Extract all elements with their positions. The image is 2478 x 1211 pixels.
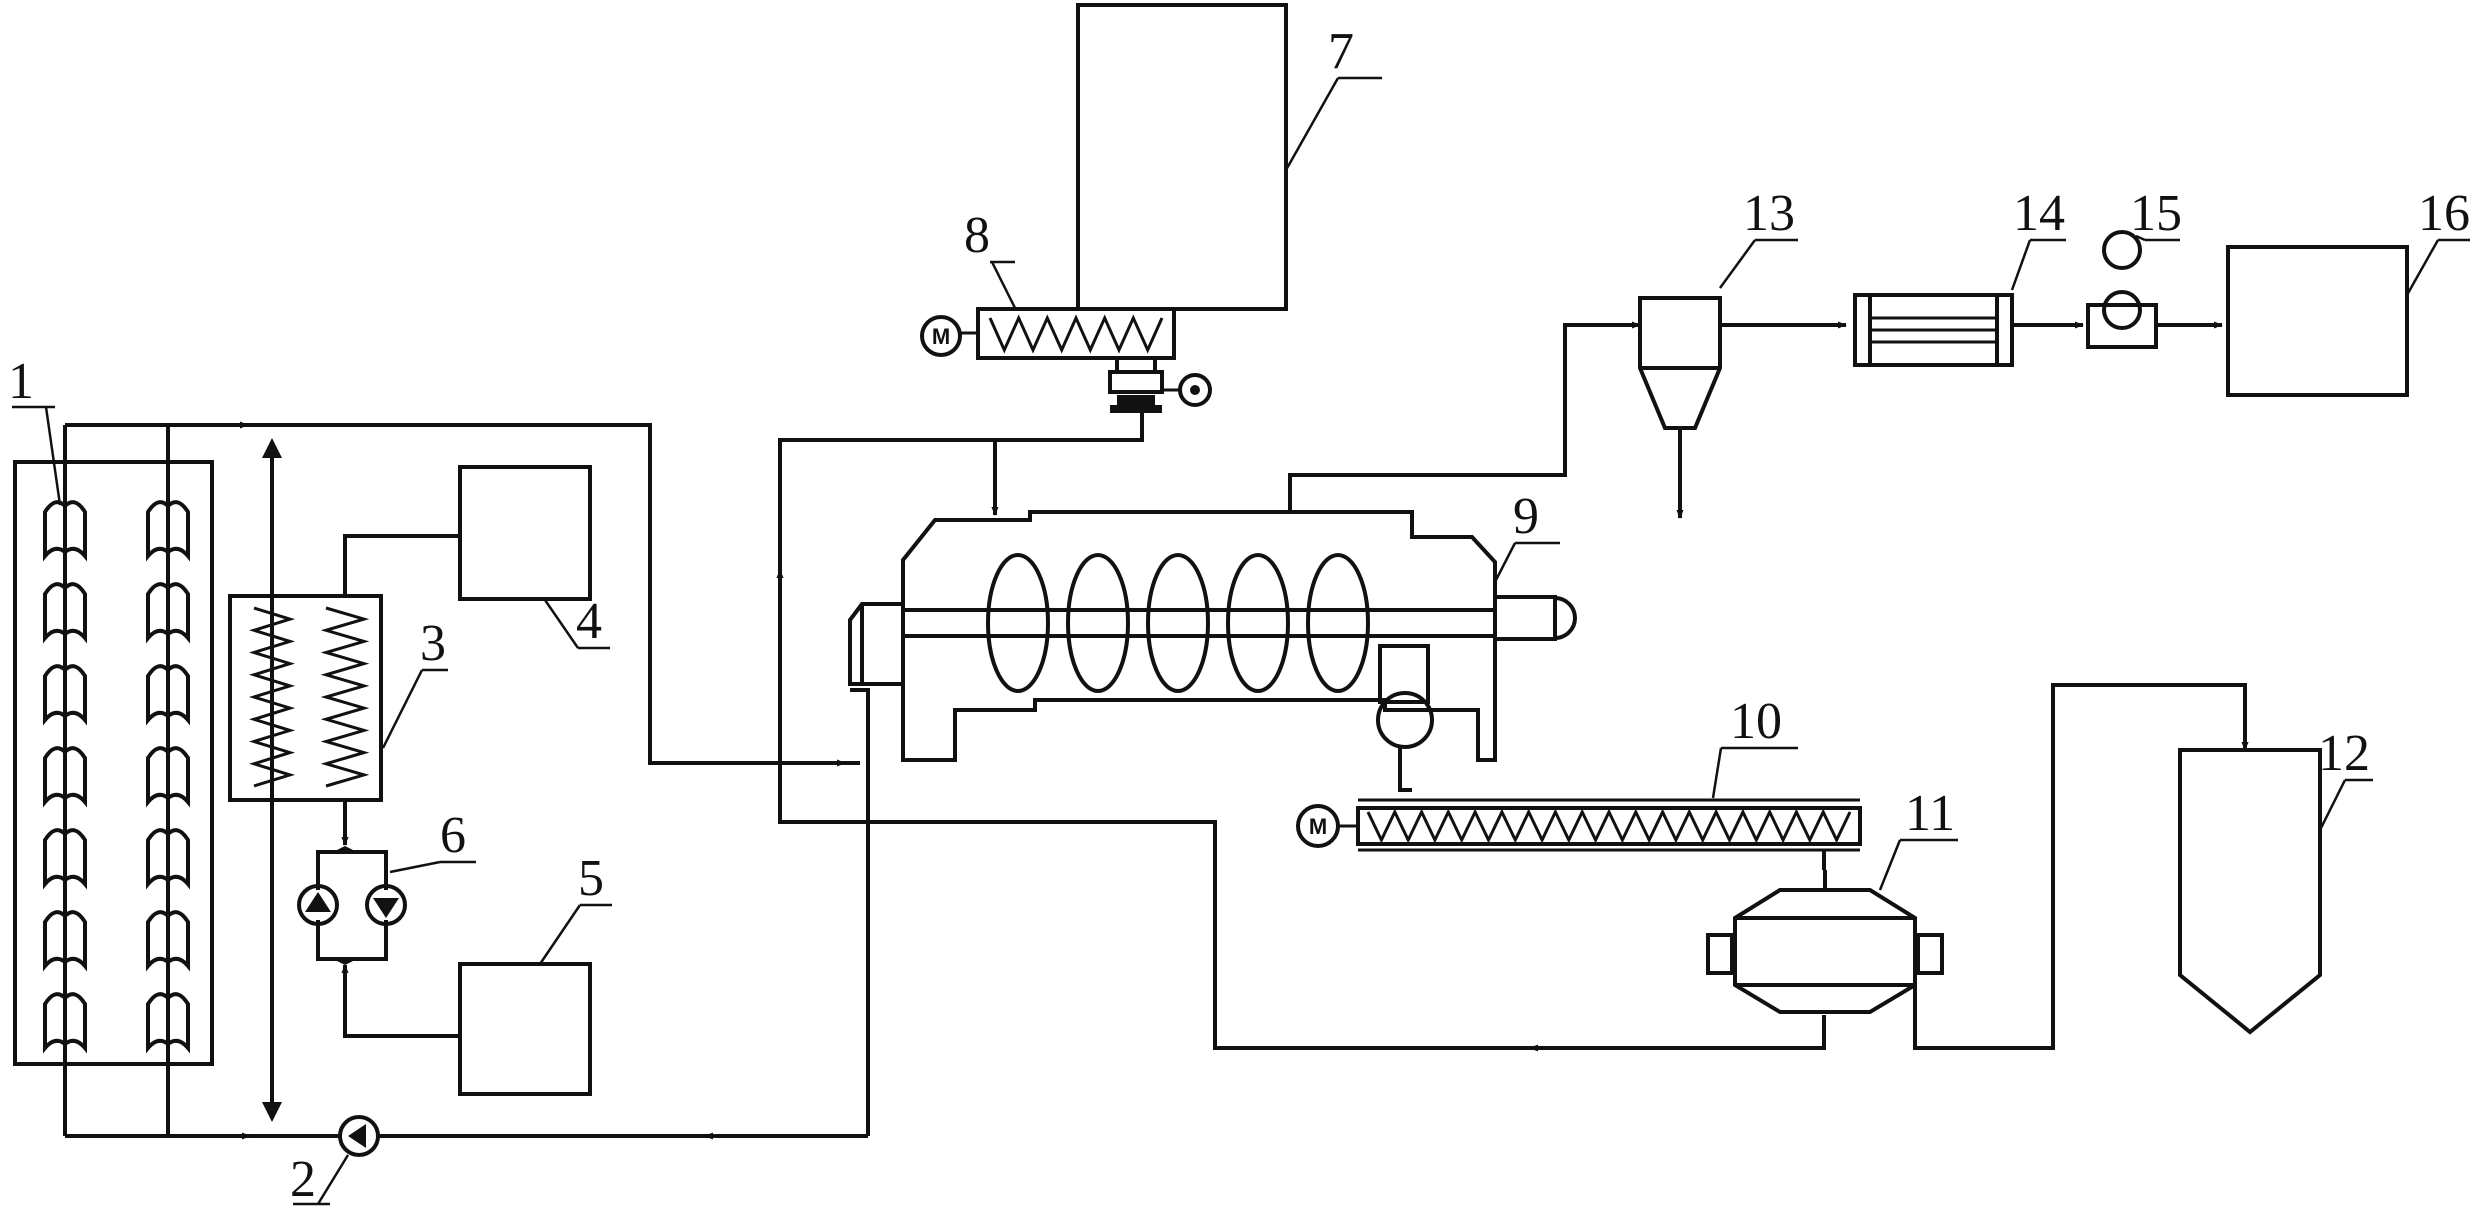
label-6: 6 — [440, 807, 466, 864]
cyclone-separator — [1638, 296, 1847, 519]
label-3: 3 — [420, 615, 446, 672]
feed-hopper — [1076, 3, 1288, 311]
label-1: 1 — [8, 353, 34, 410]
solar-collector-array — [13, 425, 214, 1136]
label-5: 5 — [578, 850, 604, 907]
motor-8 — [920, 315, 962, 357]
collector-piping — [65, 421, 870, 1140]
twin-pump-set — [297, 846, 407, 965]
motor-10-label: M — [1309, 814, 1327, 839]
bag-filter — [1853, 293, 2084, 367]
label-2: 2 — [290, 1151, 316, 1208]
rotary-valve — [778, 356, 1212, 765]
label-11: 11 — [1905, 785, 1955, 842]
label-14: 14 — [2013, 185, 2065, 242]
cooler-drum — [1706, 683, 2249, 1050]
label-7: 7 — [1328, 23, 1354, 80]
return-line — [778, 763, 1826, 1050]
label-16: 16 — [2418, 185, 2470, 242]
motor-8-label: M — [932, 324, 950, 349]
tank-5 — [458, 962, 592, 1096]
tank-4 — [458, 465, 592, 601]
tank-16 — [2226, 245, 2409, 397]
label-13: 13 — [1743, 185, 1795, 242]
label-8: 8 — [964, 207, 990, 264]
label-12: 12 — [2318, 725, 2370, 782]
label-15: 15 — [2130, 185, 2182, 242]
label-4: 4 — [576, 593, 602, 650]
motor-10 — [1296, 804, 1340, 848]
heat-exchanger — [228, 534, 460, 846]
screw-feeder: M — [920, 307, 1176, 360]
leader-lines — [12, 76, 2470, 1206]
induced-draft-fan — [2086, 230, 2223, 349]
storage-silo — [2178, 748, 2322, 1035]
tank-5-piping — [341, 962, 592, 1096]
paddle-dryer — [848, 321, 1641, 762]
label-10: 10 — [1730, 693, 1782, 750]
label-9: 9 — [1513, 488, 1539, 545]
circulation-pump — [338, 1115, 380, 1157]
screw-conveyor: M — [1296, 745, 1862, 870]
